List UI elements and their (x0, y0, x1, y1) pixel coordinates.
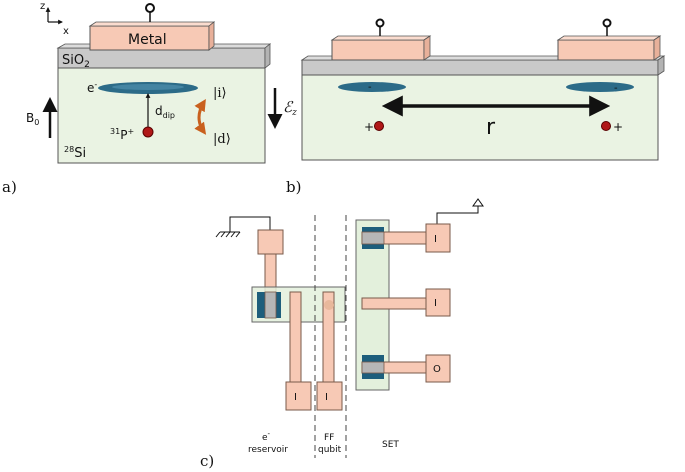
axis-x-label: x (63, 26, 69, 37)
antenna-icon (436, 198, 484, 225)
gate-i-2: I (325, 392, 328, 403)
silicon-label: 28Si (64, 145, 86, 161)
set-middle-gate (425, 288, 451, 317)
panel-b: - - r + + b) (286, 18, 666, 196)
phosphorus-donor-right (601, 121, 611, 131)
ket-i-label: |i⟩ (213, 86, 227, 101)
dipole-label: ddip (155, 104, 175, 120)
gate-contact-icon (145, 3, 155, 22)
phosphorus-donor-left (374, 121, 384, 131)
qubit-gate (316, 381, 343, 411)
b0-label: B0 (26, 111, 39, 127)
qubit-dot (324, 300, 334, 310)
reservoir-lead (264, 253, 277, 293)
reservoir-plunger-lead (289, 291, 302, 385)
plus-left: + (364, 120, 374, 134)
ground-icon (215, 216, 271, 238)
metal-gate-left (331, 39, 425, 61)
reservoir-gate (257, 229, 284, 255)
set-middle-lead (361, 297, 429, 310)
label-qubit: qubit (318, 445, 342, 455)
caption-b: b) (286, 178, 301, 196)
phosphorus-label: 31P+ (110, 127, 134, 142)
caption-a: a) (2, 178, 17, 196)
label-ff: FF (324, 433, 334, 443)
set-bottom-gate (425, 354, 451, 383)
label-reservoir: reservoir (248, 445, 288, 455)
set-top-gate (425, 223, 451, 253)
minus-right: - (614, 83, 618, 94)
axis-z-label: z (40, 1, 45, 12)
label-reservoir-top: e- (262, 430, 271, 443)
gate-i-4: I (434, 298, 437, 309)
electron-cloud-left (338, 82, 406, 92)
oxide-layer-b (301, 59, 659, 76)
gate-contact-left-icon (375, 18, 385, 36)
oxide-label: SiO2 (62, 53, 90, 70)
metal-gate-right (557, 39, 655, 61)
efield-label: ℰz (283, 98, 297, 118)
gate-o: O (433, 364, 441, 375)
panel-c: I I I I O e- reservoir FF qubit SET c (200, 198, 484, 470)
caption-c: c) (200, 452, 214, 470)
plus-right: + (613, 120, 623, 134)
gate-contact-right-icon (602, 18, 612, 36)
panel-a: z x Metal SiO2 B0 e- ddip 31P+ (2, 1, 297, 196)
metal-label: Metal (128, 32, 167, 48)
electron-label: e- (87, 80, 97, 95)
ket-d-label: |d⟩ (213, 132, 231, 147)
electron-cloud-right (566, 82, 634, 92)
reservoir-plunger-gate (285, 381, 312, 411)
axis-indicator: z x (40, 1, 69, 37)
distance-label: r (486, 115, 496, 140)
phosphorus-donor (142, 126, 154, 138)
reservoir-lead-inner (264, 291, 277, 319)
minus-left: - (368, 82, 372, 93)
metal-gate (89, 25, 210, 51)
transition-arrow (194, 98, 207, 135)
gate-i-3: I (434, 234, 437, 245)
label-set: SET (382, 440, 399, 450)
gate-i-1: I (294, 392, 297, 403)
